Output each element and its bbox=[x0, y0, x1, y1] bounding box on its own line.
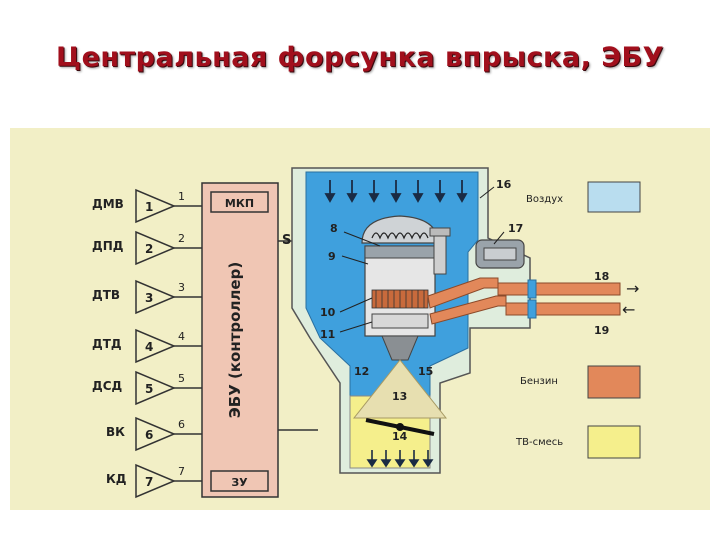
callout-11: 11 bbox=[320, 328, 335, 341]
sensor-5-number: 5 bbox=[145, 382, 153, 396]
sensor-6-number: 6 bbox=[145, 428, 153, 442]
injector-valve-seat bbox=[371, 313, 429, 329]
screw-head bbox=[429, 227, 451, 237]
callout-9: 9 bbox=[328, 250, 336, 263]
sensor-2-line-number: 2 bbox=[178, 232, 185, 245]
pipe-fitting-bottom bbox=[527, 299, 537, 319]
injector-nozzle bbox=[381, 335, 419, 361]
fuel-out-arrow: → bbox=[626, 279, 639, 298]
legend-mixture-swatch bbox=[587, 425, 641, 459]
sensor-1-triangle bbox=[135, 188, 176, 224]
sensor-4-triangle bbox=[135, 328, 176, 364]
ecu-block: МКП ЗУ ЭБУ (контроллер) bbox=[201, 182, 279, 498]
callout-numbers: 8 9 10 11 12 13 14 15 16 17 18 19 bbox=[320, 178, 609, 443]
injector-spring bbox=[371, 232, 429, 240]
sensor-7-line-number: 7 bbox=[178, 465, 185, 478]
sensor-4: ДТД 4 4 bbox=[92, 328, 202, 364]
sensor-1-number: 1 bbox=[145, 200, 153, 214]
callout-leaders bbox=[339, 186, 505, 333]
ecu-label: ЭБУ (контроллер) bbox=[226, 262, 244, 418]
sensor-3-line-number: 3 bbox=[178, 281, 185, 294]
sensor-3-triangle bbox=[135, 279, 176, 315]
sensor-7: КД 7 7 bbox=[106, 463, 202, 499]
callout-15: 15 bbox=[418, 365, 433, 378]
sensor-6-line-number: 6 bbox=[178, 418, 185, 431]
sensor-1-line-number: 1 bbox=[178, 190, 185, 203]
legend-air-swatch bbox=[587, 181, 641, 213]
ecu-body bbox=[201, 182, 279, 498]
sensor-6: ВК 6 6 bbox=[106, 416, 202, 452]
sensor-4-line-number: 4 bbox=[178, 330, 185, 343]
callout-18: 18 bbox=[594, 270, 609, 283]
callout-13: 13 bbox=[392, 390, 407, 403]
legend-fuel-swatch bbox=[587, 365, 641, 399]
legend-air-label: Воздух bbox=[526, 194, 563, 205]
injector-windings bbox=[371, 289, 429, 309]
sensor-4-label: ДТД bbox=[92, 337, 122, 351]
callout-17: 17 bbox=[508, 222, 523, 235]
callout-19: 19 bbox=[594, 324, 609, 337]
pipe-fitting-top bbox=[527, 279, 537, 299]
sensor-2: ДПД 2 2 bbox=[92, 230, 202, 266]
sensor-7-triangle bbox=[135, 463, 176, 499]
injector-core-top bbox=[364, 245, 436, 259]
callout-14: 14 bbox=[392, 430, 408, 443]
fuel-supply-pipe bbox=[497, 282, 621, 296]
sensor-7-number: 7 bbox=[145, 475, 153, 489]
legend: Воздух Бензин ТВ-смесь bbox=[515, 181, 641, 459]
sensor-2-triangle bbox=[135, 230, 176, 266]
sensor-1: ДМВ 1 1 bbox=[92, 188, 202, 224]
air-flow-arrows bbox=[324, 180, 468, 203]
fuel-in-arrow: ← bbox=[622, 300, 635, 319]
mixture-flow-arrows bbox=[366, 450, 434, 468]
ecu-mkp-label: МКП bbox=[225, 197, 254, 210]
callout-8: 8 bbox=[330, 222, 338, 235]
sensor-1-label: ДМВ bbox=[92, 197, 124, 211]
ecu-zu-label: ЗУ bbox=[231, 476, 248, 489]
regulator-valve bbox=[483, 247, 517, 261]
callout-12: 12 bbox=[354, 365, 369, 378]
sensor-5: ДСД 5 5 bbox=[92, 370, 202, 406]
sensor-6-triangle bbox=[135, 416, 176, 452]
s-label: S bbox=[282, 233, 291, 248]
page-title: Центральная форсунка впрыска, ЭБУ bbox=[56, 42, 664, 73]
throttle-axis bbox=[396, 423, 404, 431]
spray-cone bbox=[352, 359, 448, 419]
sensor-2-label: ДПД bbox=[92, 239, 123, 253]
callout-10: 10 bbox=[320, 306, 336, 319]
sensor-5-triangle bbox=[135, 370, 176, 406]
injector-diagram: ДМВ 1 1 ДПД 2 2 ДТВ 3 3 ДТД 4 4 bbox=[10, 128, 710, 510]
sensor-6-label: ВК bbox=[106, 425, 125, 439]
sensor-5-line-number: 5 bbox=[178, 372, 185, 385]
adjustment-screw bbox=[433, 233, 447, 275]
ecu-zu-block bbox=[210, 470, 269, 492]
sensor-group: ДМВ 1 1 ДПД 2 2 ДТВ 3 3 ДТД 4 4 bbox=[92, 188, 202, 499]
sensor-2-number: 2 bbox=[145, 242, 153, 256]
ecu-mkp-block bbox=[210, 191, 269, 213]
sensor-7-label: КД bbox=[106, 472, 127, 486]
injector-body bbox=[291, 167, 621, 474]
sensor-5-label: ДСД bbox=[92, 379, 122, 393]
callout-16: 16 bbox=[496, 178, 512, 191]
sensor-3-label: ДТВ bbox=[92, 288, 120, 302]
fuel-return-pipe bbox=[505, 302, 621, 316]
sensor-4-number: 4 bbox=[145, 340, 153, 354]
sensor-3: ДТВ 3 3 bbox=[92, 279, 202, 315]
legend-fuel-label: Бензин bbox=[520, 376, 558, 387]
sensor-3-number: 3 bbox=[145, 291, 153, 305]
legend-mixture-label: ТВ-смесь bbox=[515, 437, 563, 448]
